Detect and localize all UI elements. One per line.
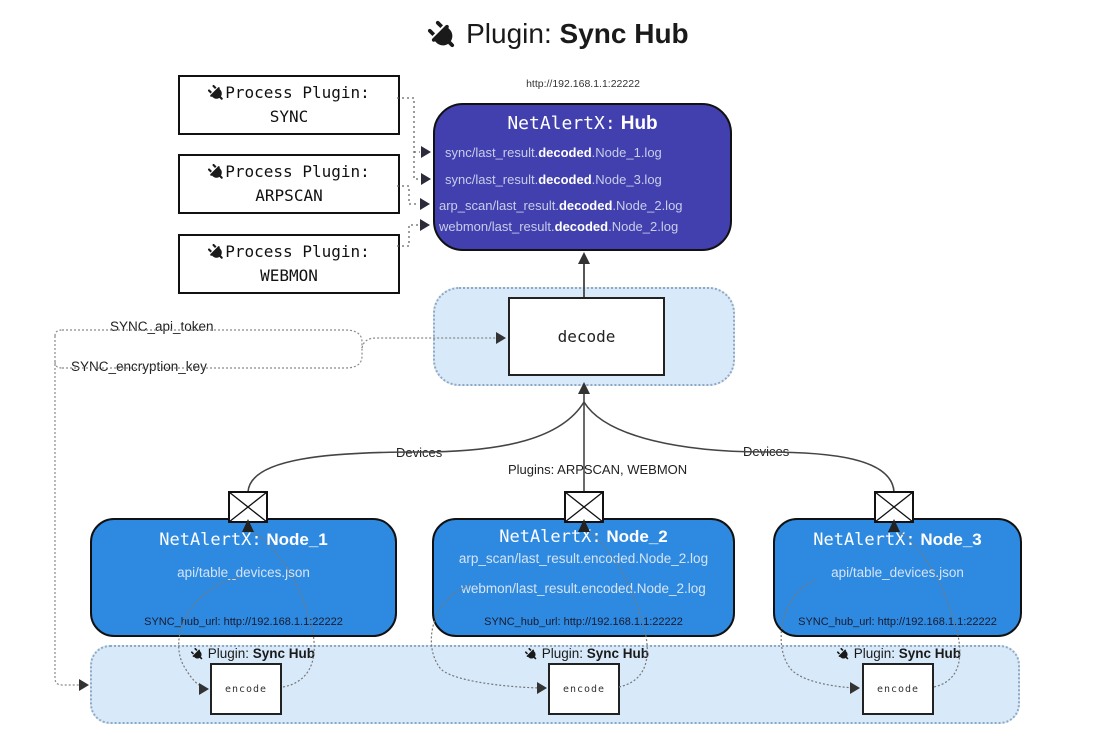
hub-name: Hub — [620, 113, 658, 134]
node2-file: arp_scan/last_result.encoded.Node_2.log — [458, 551, 709, 566]
plug-icon — [208, 84, 224, 100]
hub-line-arrowheads — [420, 146, 431, 231]
node2-title: NetAlertX: Node_2 — [499, 527, 668, 547]
process-plugin-connectors — [397, 97, 420, 247]
hub-log-line: sync/last_result.decoded.Node_1.log — [445, 145, 662, 160]
process-plugin-name: ARPSCAN — [255, 186, 323, 205]
hub-url: http://192.168.1.1:22222 — [526, 78, 640, 90]
hub-log-line: arp_scan/last_result.decoded.Node_2.log — [439, 198, 683, 213]
hub-log-line: webmon/last_result.decoded.Node_2.log — [439, 219, 679, 234]
encode-box-node3: encode — [862, 663, 934, 715]
plug-icon — [208, 243, 224, 259]
process-plugin-name: SYNC — [269, 107, 309, 126]
edge-label-devices-right: Devices — [740, 444, 793, 459]
sync-api-token-label: SYNC_api_token — [107, 319, 217, 334]
node1-file: api/table_devices.json — [177, 565, 310, 580]
hub-box — [433, 103, 732, 251]
node1-box — [90, 518, 397, 637]
encode-box-node2: encode — [548, 663, 620, 715]
plug-icon — [524, 647, 537, 660]
edge-label-plugins: Plugins: ARPSCAN, WEBMON — [505, 462, 691, 477]
hub-log-line: sync/last_result.decoded.Node_3.log — [445, 172, 662, 187]
node2-hub-url: SYNC_hub_url: http://192.168.1.1:22222 — [484, 616, 683, 628]
sync-encryption-key-label: SYNC_encryption_key — [68, 359, 210, 374]
process-plugin-sync: Process Plugin: SYNC — [178, 75, 400, 135]
node3-title: NetAlertX: Node_3 — [813, 530, 982, 550]
process-plugin-label: Process Plugin: — [225, 242, 370, 261]
plug-icon — [836, 647, 849, 660]
title-name: Sync Hub — [559, 18, 689, 49]
hub-app: NetAlertX: — [507, 113, 616, 134]
decode-label: decode — [557, 327, 616, 346]
process-plugin-name: WEBMON — [260, 266, 318, 285]
node1-title: NetAlertX: Node_1 — [159, 530, 328, 550]
plug-icon — [190, 647, 203, 660]
process-plugin-webmon: Process Plugin: WEBMON — [178, 234, 400, 294]
edge-label-devices-left: Devices — [393, 445, 446, 460]
encode-plugin-label: Plugin: Sync Hub — [178, 646, 328, 664]
process-plugin-label: Process Plugin: — [225, 83, 370, 102]
node3-file: api/table_devices.json — [831, 565, 964, 580]
container-arrowhead — [79, 679, 89, 691]
node2-file: webmon/last_result.encoded.Node_2.log — [461, 581, 706, 596]
node3-hub-url: SYNC_hub_url: http://192.168.1.1:22222 — [798, 616, 997, 628]
page-title: Plugin: Sync Hub — [0, 18, 1117, 51]
encode-box-node1: encode — [210, 663, 282, 715]
plug-icon — [208, 163, 224, 179]
process-plugin-label: Process Plugin: — [225, 162, 370, 181]
encode-plugin-label: Plugin: Sync Hub — [824, 646, 974, 664]
node-to-decode-curves — [247, 392, 895, 493]
title-prefix: Plugin: — [466, 18, 552, 49]
hub-title: NetAlertX: Hub — [433, 113, 732, 135]
process-plugin-arpscan: Process Plugin: ARPSCAN — [178, 154, 400, 214]
node1-hub-url: SYNC_hub_url: http://192.168.1.1:22222 — [144, 616, 343, 628]
plug-icon — [428, 20, 455, 47]
encode-plugin-label: Plugin: Sync Hub — [512, 646, 662, 664]
decode-box: decode — [508, 297, 665, 376]
